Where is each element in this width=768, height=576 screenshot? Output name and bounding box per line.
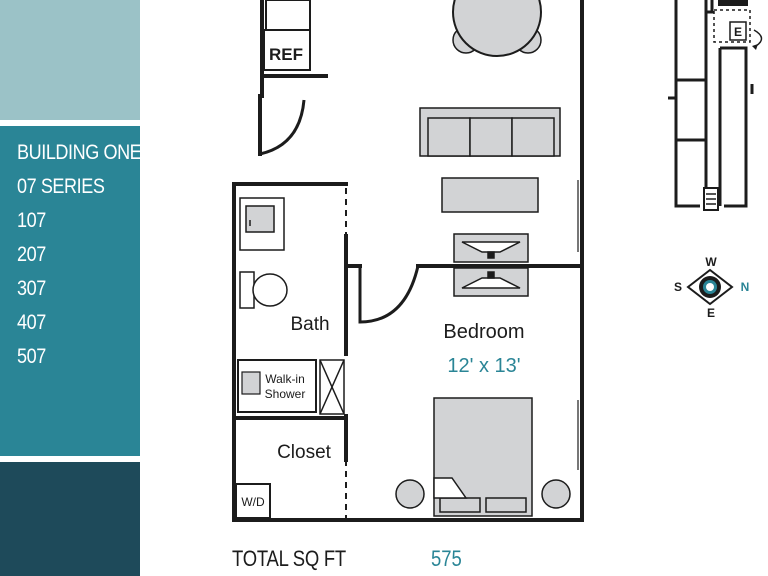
ref-label: REF xyxy=(269,45,303,64)
bath-label: Bath xyxy=(290,314,329,335)
building-name: BUILDING ONE xyxy=(17,141,142,164)
shower-label-line1: Walk-in xyxy=(265,372,305,386)
bedroom-label: Bedroom xyxy=(443,321,524,343)
unit-number: 307 xyxy=(17,277,46,300)
kitchen-counter xyxy=(265,0,311,31)
sidebar-top-band xyxy=(0,0,140,120)
elevator-label: E xyxy=(734,25,742,39)
series-name: 07 SERIES xyxy=(17,175,105,198)
refrigerator xyxy=(263,29,311,71)
nightstand-right xyxy=(541,479,571,509)
total-sqft-label: TOTAL SQ FT xyxy=(232,546,346,571)
shower-storage xyxy=(319,359,345,415)
elevator-icon xyxy=(729,21,747,41)
compass-south: S xyxy=(674,280,682,294)
unit-list: BUILDING ONE 07 SERIES 107 207 307 407 5… xyxy=(17,136,162,374)
sofa xyxy=(419,107,561,157)
unit-number: 207 xyxy=(17,243,46,266)
closet-label: Closet xyxy=(277,442,332,463)
compass-north: N xyxy=(741,280,750,294)
key-plan-highlight xyxy=(713,9,751,43)
bedroom-size: 12' x 13' xyxy=(447,355,520,377)
unit-number: 507 xyxy=(17,345,46,368)
unit-number: 407 xyxy=(17,311,46,334)
bedroom-door-swing xyxy=(358,265,420,324)
bed xyxy=(433,397,533,517)
shower-label-line2: Shower xyxy=(265,387,306,401)
sidebar-bottom-band xyxy=(0,462,140,576)
washer-dryer xyxy=(235,483,271,519)
shower-seat xyxy=(241,371,261,395)
dining-table xyxy=(452,0,542,57)
sidebar: BUILDING ONE 07 SERIES 107 207 307 407 5… xyxy=(0,0,142,576)
unit-number: 107 xyxy=(17,209,46,232)
sidebar-unit-band xyxy=(0,126,140,456)
wd-label: W/D xyxy=(241,495,265,509)
entry-door-swing xyxy=(259,99,306,156)
toilet xyxy=(239,271,288,309)
tv-console xyxy=(453,233,529,263)
compass-east: E xyxy=(707,306,715,320)
key-plan xyxy=(668,0,754,208)
nightstand-left xyxy=(395,479,425,509)
stair-treads xyxy=(706,193,716,205)
sink xyxy=(239,197,285,251)
key-plan-unit-marker xyxy=(718,0,748,6)
coffee-table xyxy=(441,177,539,213)
compass-west: W xyxy=(705,255,717,269)
key-plan-arrow-icon xyxy=(753,29,763,47)
walls xyxy=(232,0,584,522)
total-sqft-value: 575 xyxy=(431,546,462,571)
compass-icon xyxy=(686,268,734,306)
key-plan-arrowhead-icon xyxy=(752,44,758,50)
bedroom-tv-console xyxy=(453,267,529,297)
